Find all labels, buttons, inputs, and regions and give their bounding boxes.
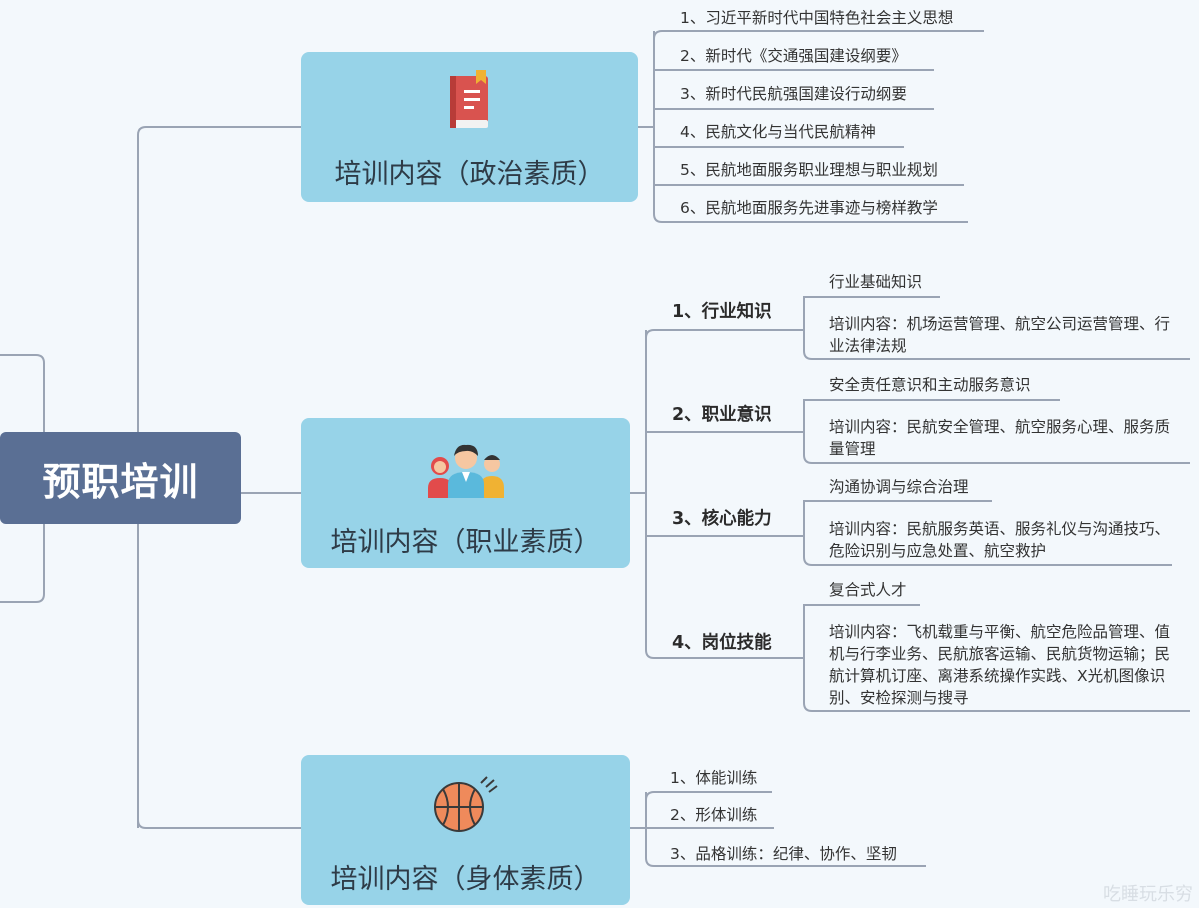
list-item[interactable]: 2、形体训练	[670, 806, 758, 824]
group-label[interactable]: 3、核心能力	[672, 509, 772, 529]
group-title[interactable]: 安全责任意识和主动服务意识	[829, 376, 1031, 394]
group-content[interactable]: 培训内容：机场运营管理、航空公司运营管理、行业法律法规	[829, 315, 1171, 355]
watermark: 吃睡玩乐穷	[1103, 884, 1193, 905]
basketball-icon	[433, 776, 498, 832]
list-item[interactable]: 5、民航地面服务职业理想与职业规划	[680, 161, 938, 179]
list-item[interactable]: 3、品格训练：纪律、协作、坚韧	[670, 845, 897, 863]
group-title[interactable]: 沟通协调与综合治理	[829, 478, 969, 496]
topic-political-label: 培训内容（政治素质）	[334, 159, 605, 190]
list-item[interactable]: 4、民航文化与当代民航精神	[680, 123, 876, 141]
group-content[interactable]: 培训内容：飞机载重与平衡、航空危险品管理、值机与行李业务、民航旅客运输、民航货物…	[829, 623, 1171, 707]
list-item[interactable]: 3、新时代民航强国建设行动纲要	[680, 85, 907, 103]
list-item[interactable]: 2、新时代《交通强国建设纲要》	[680, 47, 907, 65]
root-node[interactable]: 预职培训	[0, 432, 241, 524]
group-label[interactable]: 1、行业知识	[672, 302, 772, 322]
topic-political[interactable]: 培训内容（政治素质）	[301, 52, 638, 202]
group-label[interactable]: 4、岗位技能	[672, 633, 772, 653]
group-label[interactable]: 2、职业意识	[672, 405, 772, 425]
people-icon	[427, 444, 504, 498]
topic-physical-label: 培训内容（身体素质）	[330, 864, 601, 895]
group-content[interactable]: 培训内容：民航服务英语、服务礼仪与沟通技巧、危险识别与应急处置、航空救护	[829, 520, 1171, 560]
list-item[interactable]: 1、体能训练	[670, 769, 758, 787]
topic-physical[interactable]: 培训内容（身体素质）	[301, 755, 630, 905]
group-title[interactable]: 行业基础知识	[829, 273, 923, 291]
root-label: 预职培训	[42, 459, 199, 504]
book-icon	[449, 70, 488, 128]
group-title[interactable]: 复合式人才	[829, 581, 907, 599]
list-item[interactable]: 6、民航地面服务先进事迹与榜样教学	[680, 199, 938, 217]
topic-professional[interactable]: 培训内容（职业素质）	[301, 418, 630, 568]
group-content[interactable]: 培训内容：民航安全管理、航空服务心理、服务质量管理	[829, 418, 1171, 458]
list-item[interactable]: 1、习近平新时代中国特色社会主义思想	[680, 9, 954, 27]
topic-professional-label: 培训内容（职业素质）	[330, 527, 601, 558]
